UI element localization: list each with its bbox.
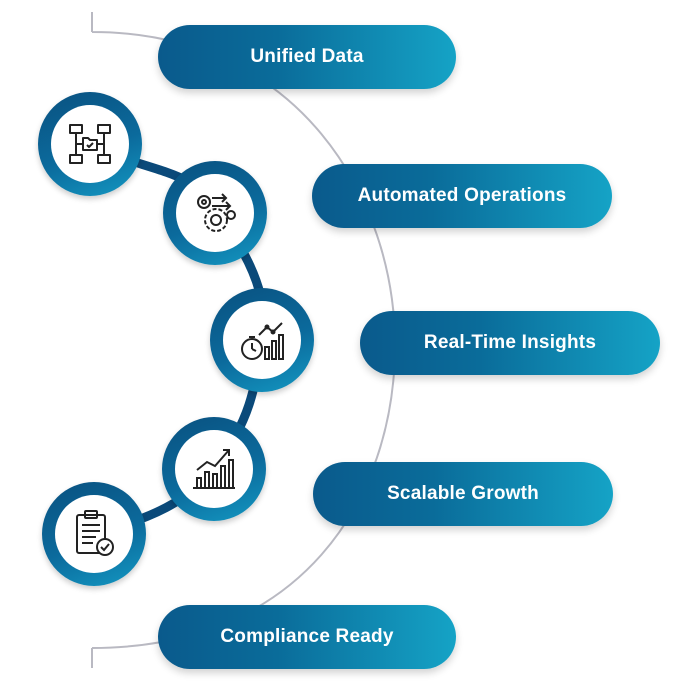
stopwatch-chart-icon (241, 322, 284, 360)
node-compliance-ready (42, 482, 146, 586)
pill-unified-data: Unified Data (158, 25, 456, 89)
gear-automation-icon (197, 193, 236, 232)
node-scalable-growth (162, 417, 266, 521)
pill-automated-operations: Automated Operations (312, 164, 612, 228)
clipboard-check-icon (76, 510, 114, 556)
node-unified-data (38, 92, 142, 196)
node-automated-operations (163, 161, 267, 265)
growth-chart-icon (193, 449, 235, 489)
node-real-time-insights (210, 288, 314, 392)
pill-scalable-growth: Scalable Growth (313, 462, 613, 526)
pill-real-time-insights: Real-Time Insights (360, 311, 660, 375)
pill-compliance-ready: Compliance Ready (158, 605, 456, 669)
folder-network-icon (69, 124, 111, 164)
